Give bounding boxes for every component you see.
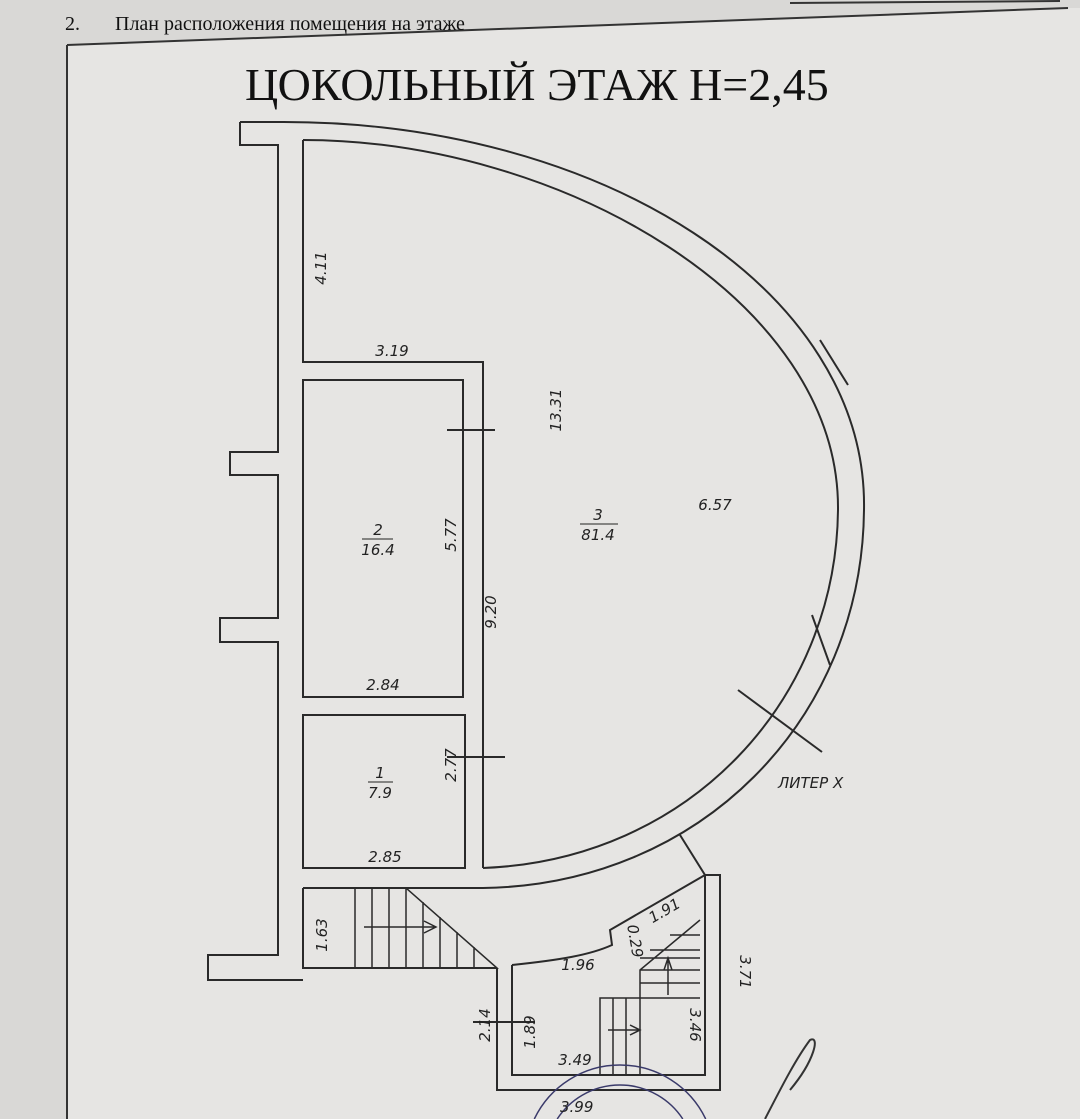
plan-title: ЦОКОЛЬНЫЙ ЭТАЖ Н=2,45 bbox=[245, 59, 829, 110]
room-3-number: 3 bbox=[593, 506, 603, 524]
room-1-number: 1 bbox=[375, 764, 385, 782]
room-1-area: 7.9 bbox=[368, 784, 392, 802]
building-label: ЛИТЕР Х bbox=[777, 774, 844, 792]
dim-2-84: 2.84 bbox=[366, 676, 399, 694]
signature-line bbox=[789, 0, 1061, 4]
dim-0-29: 0.29 bbox=[623, 923, 647, 959]
dim-9-20: 9.20 bbox=[482, 595, 500, 628]
room-2-number: 2 bbox=[373, 521, 383, 539]
paper-sheet bbox=[67, 8, 1080, 1119]
stamp-number: 3.99 bbox=[560, 1098, 593, 1116]
dim-2-77: 2.77 bbox=[442, 748, 460, 782]
section-title: План расположения помещения на этаже bbox=[115, 13, 465, 35]
dim-3-19: 3.19 bbox=[375, 342, 408, 360]
staircase-upper bbox=[354, 887, 499, 969]
room-3-area: 81.4 bbox=[581, 526, 614, 544]
room-2-area: 16.4 bbox=[361, 541, 394, 559]
stamp-inner-ring bbox=[556, 1084, 684, 1119]
dim-1-63: 1.63 bbox=[313, 918, 331, 951]
dim-1-89: 1.89 bbox=[521, 1015, 539, 1048]
dim-5-77: 5.77 bbox=[442, 518, 460, 552]
dim-2-85: 2.85 bbox=[368, 848, 401, 866]
room-labels: 1 7.9 2 16.4 3 81.4 ЛИТЕР Х bbox=[361, 506, 844, 802]
section-number: 2. bbox=[65, 13, 80, 35]
walls bbox=[207, 120, 866, 1091]
dim-6-57: 6.57 bbox=[698, 496, 732, 514]
dim-3-71: 3.71 bbox=[736, 955, 754, 988]
dim-2-14: 2.14 bbox=[476, 1008, 494, 1041]
stamp-outer-ring bbox=[533, 1064, 707, 1119]
staircase-lower bbox=[599, 919, 701, 1075]
dim-3-49: 3.49 bbox=[558, 1051, 591, 1069]
frame-top bbox=[66, 7, 1069, 46]
dim-13-31: 13.31 bbox=[547, 389, 565, 432]
dimension-labels: 4.11 3.19 13.31 5.77 6.57 9.20 2.84 2.77… bbox=[312, 251, 754, 1069]
dim-4-11: 4.11 bbox=[312, 251, 330, 284]
stamp: 3.99 bbox=[533, 1064, 707, 1119]
signature-mark bbox=[764, 1038, 816, 1119]
dim-1-96: 1.96 bbox=[561, 956, 594, 974]
dim-3-46: 3.46 bbox=[686, 1008, 704, 1041]
